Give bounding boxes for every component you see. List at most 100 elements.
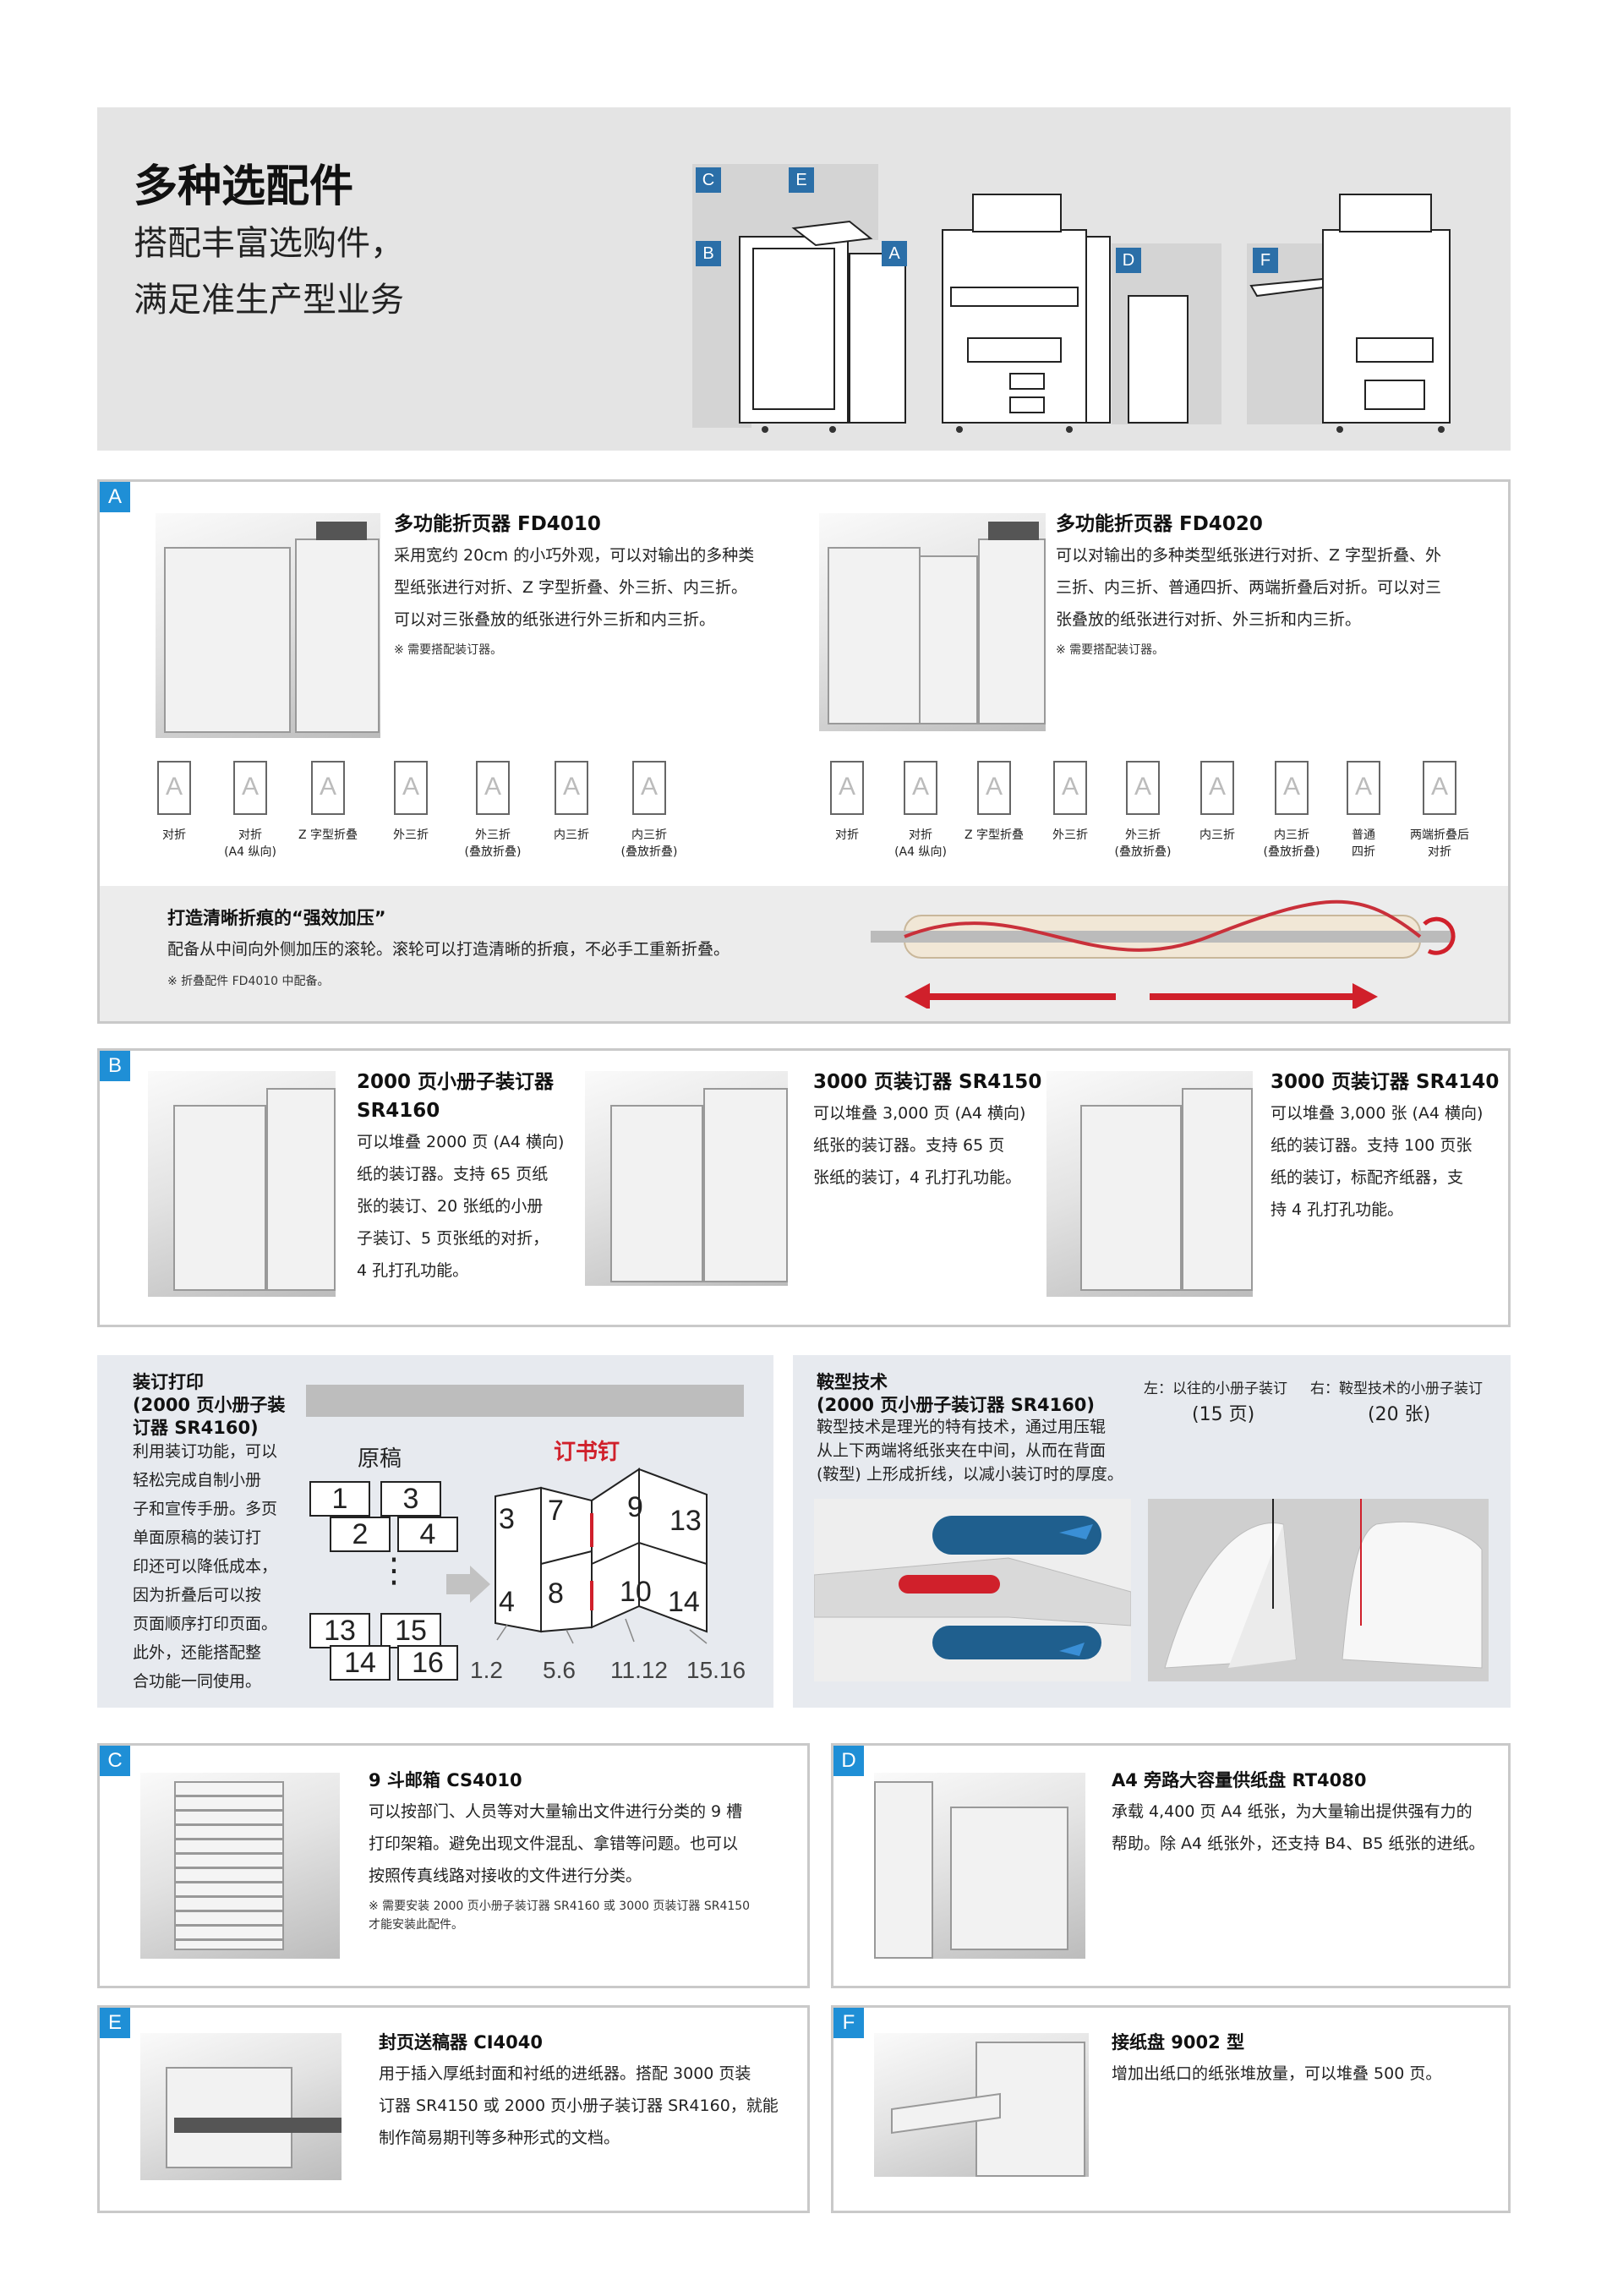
fd4020-line-3: 张叠放的纸张进行对折、外三折和内三折。 <box>1056 610 1362 629</box>
fold-label: 对折 (A4 纵向) <box>224 828 276 859</box>
diagram-label-e: E <box>789 167 814 193</box>
page-16: 16 <box>397 1645 458 1681</box>
binding-sub-2: 订器 SR4160) <box>133 1418 259 1438</box>
binding-sub-1: (2000 页小册子装 <box>133 1395 286 1415</box>
section-c-tag: C <box>100 1746 130 1776</box>
diagram-label-d: D <box>1116 248 1141 273</box>
fold-icon: A <box>1126 761 1160 815</box>
booklet-compare-photo <box>1148 1499 1489 1681</box>
section-a-tag: A <box>100 482 130 512</box>
fold-icon: A <box>1053 761 1087 815</box>
booklet-page-9: 9 <box>627 1491 643 1523</box>
binding-line-7: 页面顺序打印页面。 <box>133 1615 278 1633</box>
machine-diagram <box>692 164 1451 433</box>
fold-icon: A <box>157 761 191 815</box>
saddle-line-1: 鞍型技术是理光的特有技术，通过用压辊 <box>817 1418 1107 1436</box>
diagram-label-f: F <box>1253 248 1278 273</box>
page-4: 4 <box>397 1517 458 1552</box>
fold-icon: A <box>555 761 588 815</box>
staple-label: 订书钉 <box>554 1440 620 1465</box>
booklet-page-13: 13 <box>669 1505 702 1537</box>
fold-icon: A <box>904 761 937 815</box>
fd4020-line-2: 三折、内三折、普通四折、两端折叠后对折。可以对三 <box>1056 578 1442 597</box>
section-d-tag: D <box>833 1746 864 1776</box>
fold-icon: A <box>311 761 345 815</box>
cs4010-line-1: 可以按部门、人员等对大量输出文件进行分类的 9 槽 <box>369 1802 743 1821</box>
sr4160-title-2: SR4160 <box>357 1100 440 1122</box>
rt4080-line-1: 承载 4,400 页 A4 纸张，为大量输出提供强有力的 <box>1112 1802 1473 1821</box>
rt4080-title: A4 旁路大容量供纸盘 RT4080 <box>1112 1770 1367 1790</box>
sr4150-photo <box>585 1071 788 1286</box>
fold-label: 普通 四折 <box>1352 828 1375 859</box>
cs4010-photo <box>140 1773 340 1959</box>
fd4010-line-2: 型纸张进行对折、Z 字型折叠、外三折、内三折。 <box>394 578 748 597</box>
sr4140-line-1: 可以堆叠 3,000 张 (A4 横向) <box>1271 1104 1484 1123</box>
sr4150-line-2: 纸张的装订器。支持 65 页 <box>813 1136 1005 1155</box>
fd4010-title: 多功能折页器 FD4010 <box>394 513 601 535</box>
fold-icon: A <box>830 761 864 815</box>
ci4040-line-1: 用于插入厚纸封面和衬纸的进纸器。搭配 3000 页装 <box>379 2064 751 2083</box>
fold-icon: A <box>977 761 1011 815</box>
fold-icon: A <box>1275 761 1309 815</box>
original-label: 原稿 <box>358 1446 402 1472</box>
sr4140-line-4: 持 4 孔打孔功能。 <box>1271 1200 1404 1219</box>
fold-icon: A <box>233 761 267 815</box>
fd4010-line-1: 采用宽约 20cm 的小巧外观，可以对输出的多种类 <box>394 546 755 565</box>
saddle-title: 鞍型技术 <box>817 1372 888 1392</box>
fd4020-title: 多功能折页器 FD4020 <box>1056 513 1263 535</box>
fold-icon: A <box>394 761 428 815</box>
sr4150-line-3: 张纸的装订，4 孔打孔功能。 <box>813 1168 1022 1187</box>
fd4020-photo <box>819 513 1046 731</box>
fd4020-note: ※ 需要搭配装订器。 <box>1056 643 1165 657</box>
diagram-label-c: C <box>696 167 721 193</box>
fold-label: 内三折 <box>554 828 589 842</box>
page-14: 14 <box>330 1645 391 1681</box>
fold-label: 对折 <box>835 828 859 842</box>
page-13: 13 <box>309 1613 370 1648</box>
binding-line-8: 此外，还能搭配整 <box>133 1643 262 1662</box>
booklet-page-7: 7 <box>548 1495 564 1527</box>
booklet-illustration <box>495 1468 708 1644</box>
pages-continuation: ⋮ <box>377 1551 411 1590</box>
fold-icon: A <box>632 761 666 815</box>
page-3: 3 <box>380 1481 441 1517</box>
sr4160-line-4: 子装订、5 页张纸的对折， <box>357 1229 549 1248</box>
arrow-icon <box>446 1566 490 1603</box>
binding-title: 装订打印 <box>133 1372 204 1392</box>
binding-line-1: 利用装订功能，可以 <box>133 1442 278 1461</box>
fold-label: 内三折 (叠放折叠) <box>620 828 678 859</box>
compare-left-count: (15 页) <box>1192 1404 1255 1425</box>
fold-label: 两端折叠后 对折 <box>1410 828 1469 859</box>
rt4080-photo <box>874 1773 1085 1959</box>
roller-illustration <box>871 899 1456 1009</box>
booklet-page-14: 14 <box>668 1586 700 1618</box>
tray9002-line-1: 增加出纸口的纸张堆放量，可以堆叠 500 页。 <box>1112 2064 1442 2083</box>
compare-left-label: 左：以往的小册子装订 <box>1144 1380 1287 1397</box>
fold-icon: A <box>1423 761 1456 815</box>
fd4020-line-1: 可以对输出的多种类型纸张进行对折、Z 字型折叠、外 <box>1056 546 1442 565</box>
binding-line-6: 因为折叠后可以按 <box>133 1586 262 1604</box>
booklet-page-8: 8 <box>548 1577 564 1610</box>
compare-right-label: 右：鞍型技术的小册子装订 <box>1310 1380 1483 1397</box>
fold-label: 对折 <box>162 828 186 842</box>
sr4150-title: 3000 页装订器 SR4150 <box>813 1071 1042 1093</box>
section-f-tag: F <box>833 2008 864 2038</box>
sheet-label-1: 1.2 <box>470 1657 503 1683</box>
fd4010-photo <box>156 513 380 738</box>
fold-label: 外三折 <box>393 828 429 842</box>
saddle-line-2: 从上下两端将纸张夹在中间，从而在背面 <box>817 1441 1107 1460</box>
sr4160-title-1: 2000 页小册子装订器 <box>357 1071 555 1093</box>
fd4010-note: ※ 需要搭配装订器。 <box>394 643 503 657</box>
sr4150-line-1: 可以堆叠 3,000 页 (A4 横向) <box>813 1104 1026 1123</box>
binding-header-bar <box>306 1385 744 1417</box>
sr4160-photo <box>148 1071 336 1297</box>
section-b-tag: B <box>100 1051 130 1081</box>
binding-line-4: 单面原稿的装订打 <box>133 1528 262 1547</box>
sr4140-title: 3000 页装订器 SR4140 <box>1271 1071 1500 1093</box>
press-note: ※ 折叠配件 FD4010 中配备。 <box>167 975 330 988</box>
sr4160-line-3: 张的装订、20 张纸的小册 <box>357 1197 544 1216</box>
page-subtitle-2: 满足准生产型业务 <box>134 281 404 320</box>
sr4140-line-2: 纸的装订器。支持 100 页张 <box>1271 1136 1473 1155</box>
cs4010-note-2: 才能安装此配件。 <box>369 1918 463 1932</box>
ci4040-line-3: 制作简易期刊等多种形式的文档。 <box>379 2129 620 2147</box>
